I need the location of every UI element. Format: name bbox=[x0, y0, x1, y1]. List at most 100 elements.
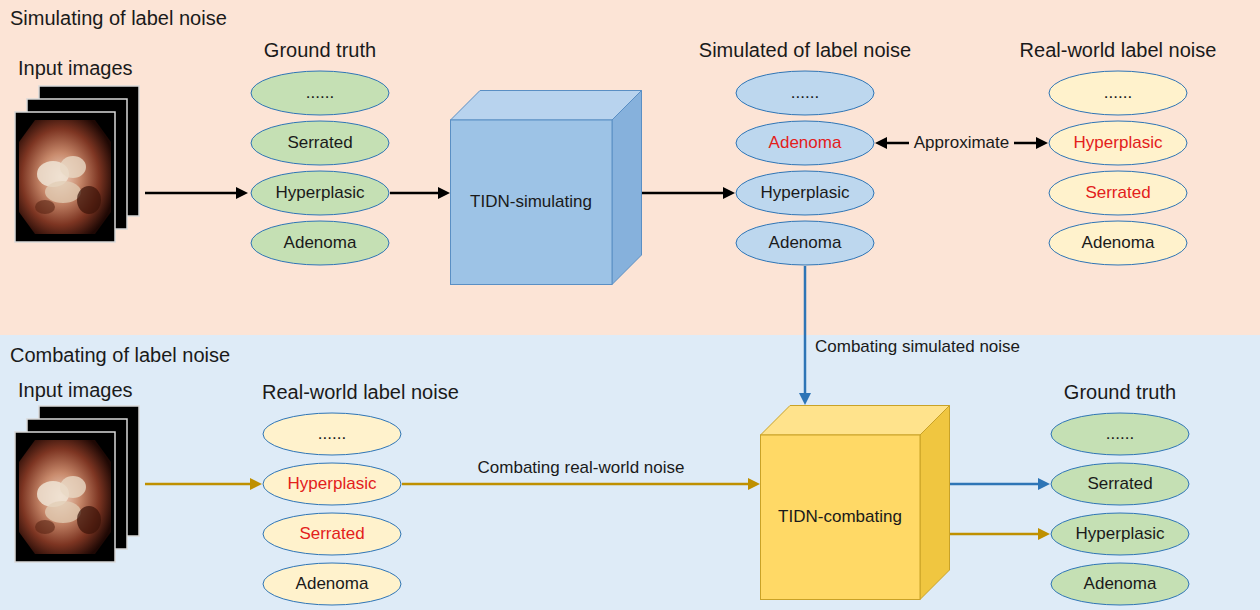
ellipse-shape bbox=[736, 171, 874, 215]
label-ellipse: Serrated bbox=[250, 120, 390, 166]
label-ellipse: Adenoma bbox=[735, 120, 875, 166]
ellipse-shape bbox=[263, 563, 401, 605]
shape-face: TIDN-combating bbox=[760, 435, 920, 600]
label-ellipse: Adenoma bbox=[262, 562, 402, 606]
shape-face: Hyperplasic bbox=[250, 170, 390, 216]
cube-outline bbox=[450, 90, 642, 285]
image-frame bbox=[39, 406, 139, 536]
input-image-stack bbox=[15, 86, 139, 242]
cube-front-face bbox=[451, 120, 613, 285]
node-text: Hyperplasic bbox=[761, 183, 850, 203]
node-text: Hyperplasic bbox=[276, 183, 365, 203]
flow-arrow bbox=[804, 266, 807, 395]
shape-face: Serrated bbox=[262, 512, 402, 556]
node-text: Adenoma bbox=[1084, 574, 1157, 594]
label-ellipse: Serrated bbox=[262, 512, 402, 556]
node-text: Serrated bbox=[287, 133, 352, 153]
ellipse-shape bbox=[263, 413, 401, 455]
input-image-stack bbox=[15, 406, 139, 562]
network-cube: TIDN-simulating bbox=[450, 90, 642, 285]
cube-side-face bbox=[920, 406, 950, 600]
edge-label: Combating real-world noise bbox=[478, 458, 685, 478]
shape-face: Serrated bbox=[1050, 462, 1190, 506]
ellipse-shape bbox=[1051, 513, 1189, 555]
shape-face: ...... bbox=[735, 70, 875, 116]
label-ellipse: Adenoma bbox=[1050, 562, 1190, 606]
ellipse-shape bbox=[251, 71, 389, 115]
section-title: Simulating of label noise bbox=[10, 6, 227, 30]
flow-arrow bbox=[390, 192, 440, 195]
node-text: ...... bbox=[318, 424, 346, 444]
shape-face: ...... bbox=[250, 70, 390, 116]
section-title: Combating of label noise bbox=[10, 343, 230, 367]
input-arrow bbox=[145, 483, 252, 486]
stack-heading: Ground truth bbox=[264, 38, 376, 62]
endoscopy-image bbox=[15, 432, 115, 562]
label-ellipse: Adenoma bbox=[1048, 220, 1188, 266]
shape-face: Adenoma bbox=[1050, 562, 1190, 606]
label-ellipse: ...... bbox=[735, 70, 875, 116]
node-text: Adenoma bbox=[296, 574, 369, 594]
flow-arrow bbox=[950, 483, 1040, 486]
cube-top-face bbox=[761, 406, 950, 436]
image-frame bbox=[27, 99, 127, 229]
label-ellipse: Hyperplasic bbox=[735, 170, 875, 216]
input-arrow bbox=[145, 192, 238, 195]
ellipse-shape bbox=[736, 71, 874, 115]
edge-label: Combating simulated noise bbox=[815, 337, 1020, 357]
ellipse-shape bbox=[1049, 121, 1187, 165]
stack-heading: Real-world label noise bbox=[262, 380, 459, 404]
cube-front-face bbox=[761, 435, 921, 600]
label-ellipse: Hyperplasic bbox=[1050, 512, 1190, 556]
ellipse-shape bbox=[736, 121, 874, 165]
flow-arrow bbox=[642, 192, 725, 195]
edge-label: Approximate bbox=[909, 133, 1014, 153]
ellipse-shape bbox=[251, 121, 389, 165]
shape-face: Adenoma bbox=[250, 220, 390, 266]
flow-arrow bbox=[950, 533, 1040, 536]
node-text: ...... bbox=[1104, 83, 1132, 103]
image-frame bbox=[39, 86, 139, 216]
node-text: Hyperplasic bbox=[1076, 524, 1165, 544]
node-text: TIDN-combating bbox=[778, 507, 902, 527]
shape-face: ...... bbox=[1050, 412, 1190, 456]
ellipse-shape bbox=[736, 221, 874, 265]
shape-face: Serrated bbox=[250, 120, 390, 166]
shape-face: Hyperplasic bbox=[1048, 120, 1188, 166]
label-ellipse: ...... bbox=[1048, 70, 1188, 116]
node-text: Adenoma bbox=[769, 133, 842, 153]
ellipse-shape bbox=[1049, 171, 1187, 215]
shape-face: Adenoma bbox=[1048, 220, 1188, 266]
image-frame bbox=[27, 419, 127, 549]
ellipse-shape bbox=[1051, 563, 1189, 605]
cube-outline bbox=[760, 405, 950, 600]
image-label: Input images bbox=[18, 378, 133, 402]
shape-face: ...... bbox=[1048, 70, 1188, 116]
node-text: Hyperplasic bbox=[1074, 133, 1163, 153]
node-text: ...... bbox=[306, 83, 334, 103]
network-cube: TIDN-combating bbox=[760, 405, 950, 600]
node-text: ...... bbox=[1106, 424, 1134, 444]
shape-face: Adenoma bbox=[262, 562, 402, 606]
label-ellipse: Serrated bbox=[1048, 170, 1188, 216]
node-text: TIDN-simulating bbox=[470, 192, 592, 212]
label-ellipse: Hyperplasic bbox=[250, 170, 390, 216]
label-ellipse: ...... bbox=[1050, 412, 1190, 456]
shape-face: Hyperplasic bbox=[262, 462, 402, 506]
node-text: Serrated bbox=[1087, 474, 1152, 494]
label-ellipse: Hyperplasic bbox=[1048, 120, 1188, 166]
node-text: Adenoma bbox=[769, 233, 842, 253]
label-ellipse: Hyperplasic bbox=[262, 462, 402, 506]
shape-face: Hyperplasic bbox=[1050, 512, 1190, 556]
label-ellipse: Adenoma bbox=[250, 220, 390, 266]
label-ellipse: Adenoma bbox=[735, 220, 875, 266]
stack-heading: Ground truth bbox=[1064, 380, 1176, 404]
node-text: Adenoma bbox=[1082, 233, 1155, 253]
shape-face: Adenoma bbox=[735, 220, 875, 266]
ellipse-shape bbox=[263, 513, 401, 555]
node-text: Hyperplasic bbox=[288, 474, 377, 494]
ellipse-shape bbox=[1049, 71, 1187, 115]
